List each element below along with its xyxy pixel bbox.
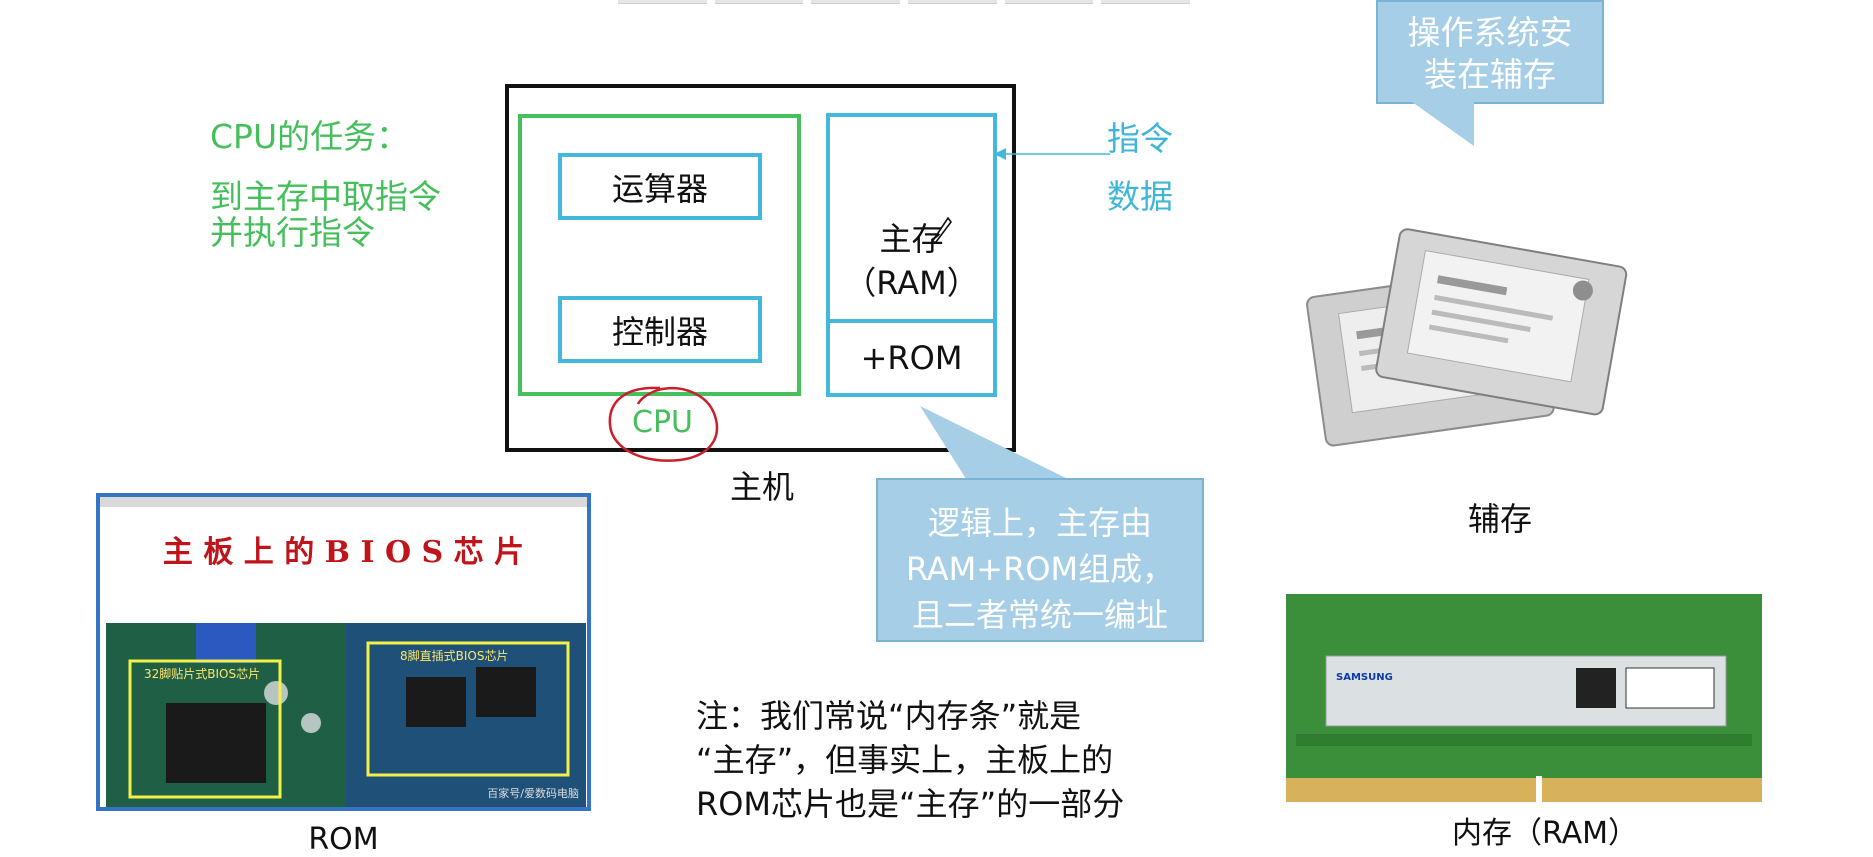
cpu-box <box>518 114 801 396</box>
ram-caption: 内存（RAM） <box>1451 816 1639 851</box>
cpu-task-line2: 并执行指令 <box>210 213 375 252</box>
control-unit-box: 控制器 <box>558 296 762 363</box>
red-annotation-circle <box>608 386 719 462</box>
toolbar-segment <box>1004 0 1094 4</box>
chip-left-label: 32脚贴片式BIOS芯片 <box>144 667 261 681</box>
alu-box: 运算器 <box>558 153 762 220</box>
logic-callout-pointer <box>920 406 1074 482</box>
photo-header-bar <box>100 497 587 507</box>
ram-brand-label: SAMSUNG <box>1336 672 1393 683</box>
bios-photo: 主 板 上 的 B I O S 芯 片 32脚贴片式BIOS芯片 8脚直插式BI… <box>96 493 591 811</box>
os-callout-pointer <box>1412 102 1474 146</box>
cpu-label: CPU <box>632 405 693 440</box>
logic-callout-line1: 逻辑上，主存由 <box>927 504 1152 542</box>
toolbar-segment <box>908 0 997 4</box>
control-unit-label: 控制器 <box>611 312 708 351</box>
host-label: 主机 <box>730 468 795 506</box>
logic-callout-line3: 且二者常统一编址 <box>911 596 1168 634</box>
cpu-task-line1: 到主存中取指令 <box>210 177 441 216</box>
toolbar-segment <box>811 0 901 4</box>
top-toolbar-strip <box>618 0 1191 4</box>
logic-callout: 逻辑上，主存由 RAM+ROM组成， 且二者常统一编址 <box>876 478 1204 642</box>
logic-callout-line2: RAM+ROM组成， <box>905 550 1175 588</box>
host-box <box>505 84 1016 452</box>
instruction-label: 指令 <box>1107 119 1173 158</box>
note-line2: “主存”，但事实上，主板上的 <box>696 741 1114 779</box>
bios-photo-title: 主 板 上 的 B I O S 芯 片 <box>162 535 525 570</box>
note-line1: 注：我们常说“内存条”就是 <box>696 697 1082 735</box>
note-text: 注：我们常说“内存条”就是 “主存”，但事实上，主板上的 ROM芯片也是“主存”… <box>696 694 1124 826</box>
alu-label: 运算器 <box>611 169 708 208</box>
toolbar-segment <box>618 0 707 4</box>
rom-caption: ROM <box>308 822 379 857</box>
os-callout: 操作系统安 装在辅存 <box>1376 0 1604 104</box>
ram-label: （RAM） <box>844 264 979 302</box>
data-label: 数据 <box>1107 177 1173 216</box>
hard-drives-image <box>1306 228 1628 447</box>
pen-mark-icon <box>930 216 952 243</box>
cpu-task-title: CPU的任务： <box>210 117 410 156</box>
rom-box: +ROM <box>826 319 997 397</box>
secondary-storage-caption: 辅存 <box>1467 500 1532 538</box>
toolbar-segment <box>1101 0 1191 4</box>
photo-watermark: 百家号/爱数码电脑 <box>487 787 579 800</box>
arrow-left-icon <box>994 148 1110 160</box>
chip-right-label: 8脚直插式BIOS芯片 <box>400 649 509 663</box>
toolbar-segment <box>714 0 804 4</box>
ram-stick-image <box>1286 594 1762 802</box>
os-callout-line1: 操作系统安 <box>1407 13 1573 52</box>
main-memory-label: 主存 <box>879 220 944 258</box>
rom-label: +ROM <box>860 339 963 377</box>
os-callout-line2: 装在辅存 <box>1424 55 1556 94</box>
bios-chips-image <box>106 623 586 807</box>
note-line3: ROM芯片也是“主存”的一部分 <box>696 785 1125 823</box>
